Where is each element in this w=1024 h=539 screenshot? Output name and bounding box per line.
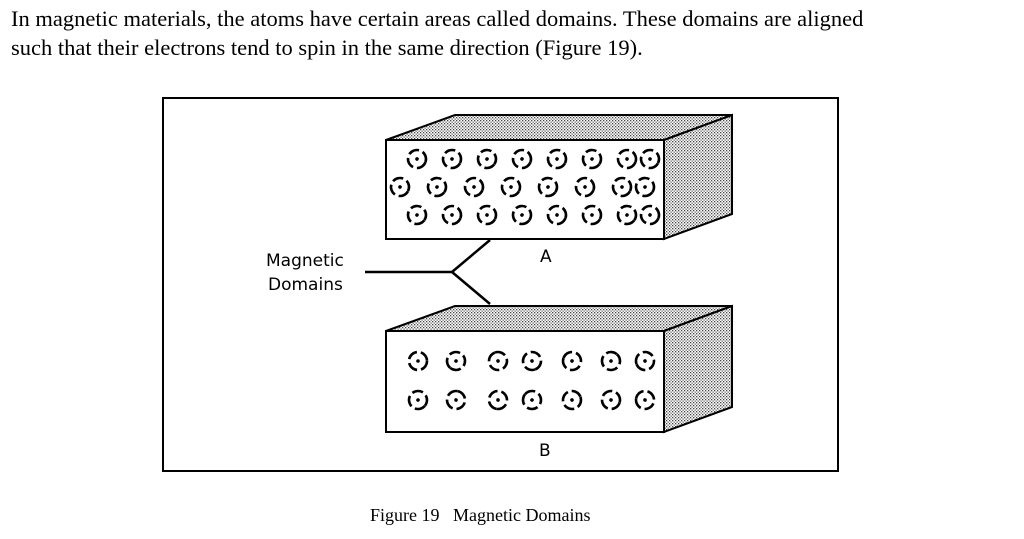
domain-symbol [487, 389, 509, 411]
domain-symbol [546, 204, 568, 226]
domain-symbol [561, 350, 583, 372]
block-b-front-face [385, 330, 665, 433]
magnetic-domains-label-line2: Domains [268, 275, 343, 295]
block-a-domains [389, 148, 661, 226]
domain-symbol [511, 148, 533, 170]
block-a-label: A [540, 247, 552, 267]
domain-symbol [500, 176, 522, 198]
domain-symbol [445, 389, 467, 411]
domain-symbol [463, 176, 485, 198]
paragraph-line-1: In magnetic materials, the atoms have ce… [11, 6, 864, 31]
domain-symbol [537, 176, 559, 198]
block-b-label: B [539, 441, 551, 461]
domain-symbol [611, 176, 633, 198]
block-b [385, 304, 733, 434]
domain-symbol [581, 204, 603, 226]
domain-symbol [546, 148, 568, 170]
domain-symbol [406, 148, 428, 170]
domain-symbol [616, 148, 638, 170]
figure-frame [162, 97, 839, 472]
domain-symbol [476, 204, 498, 226]
block-a [385, 113, 733, 241]
domain-symbol [616, 204, 638, 226]
domain-symbol [441, 204, 463, 226]
leader-lines [365, 239, 491, 305]
magnetic-domains-label-line1: Magnetic [266, 251, 344, 271]
figure-caption: Figure 19 Magnetic Domains [370, 505, 591, 525]
domain-symbol [511, 204, 533, 226]
body-paragraph: In magnetic materials, the atoms have ce… [11, 4, 1011, 62]
domain-symbol [639, 204, 661, 226]
domain-symbol [441, 148, 463, 170]
domain-symbol [581, 148, 603, 170]
domain-symbol [634, 389, 656, 411]
domain-symbol [639, 148, 661, 170]
domain-symbol [407, 350, 429, 372]
domain-symbol [634, 176, 656, 198]
domain-symbol [389, 176, 411, 198]
domain-symbol [574, 176, 596, 198]
paragraph-line-2: such that their electrons tend to spin i… [11, 35, 643, 60]
